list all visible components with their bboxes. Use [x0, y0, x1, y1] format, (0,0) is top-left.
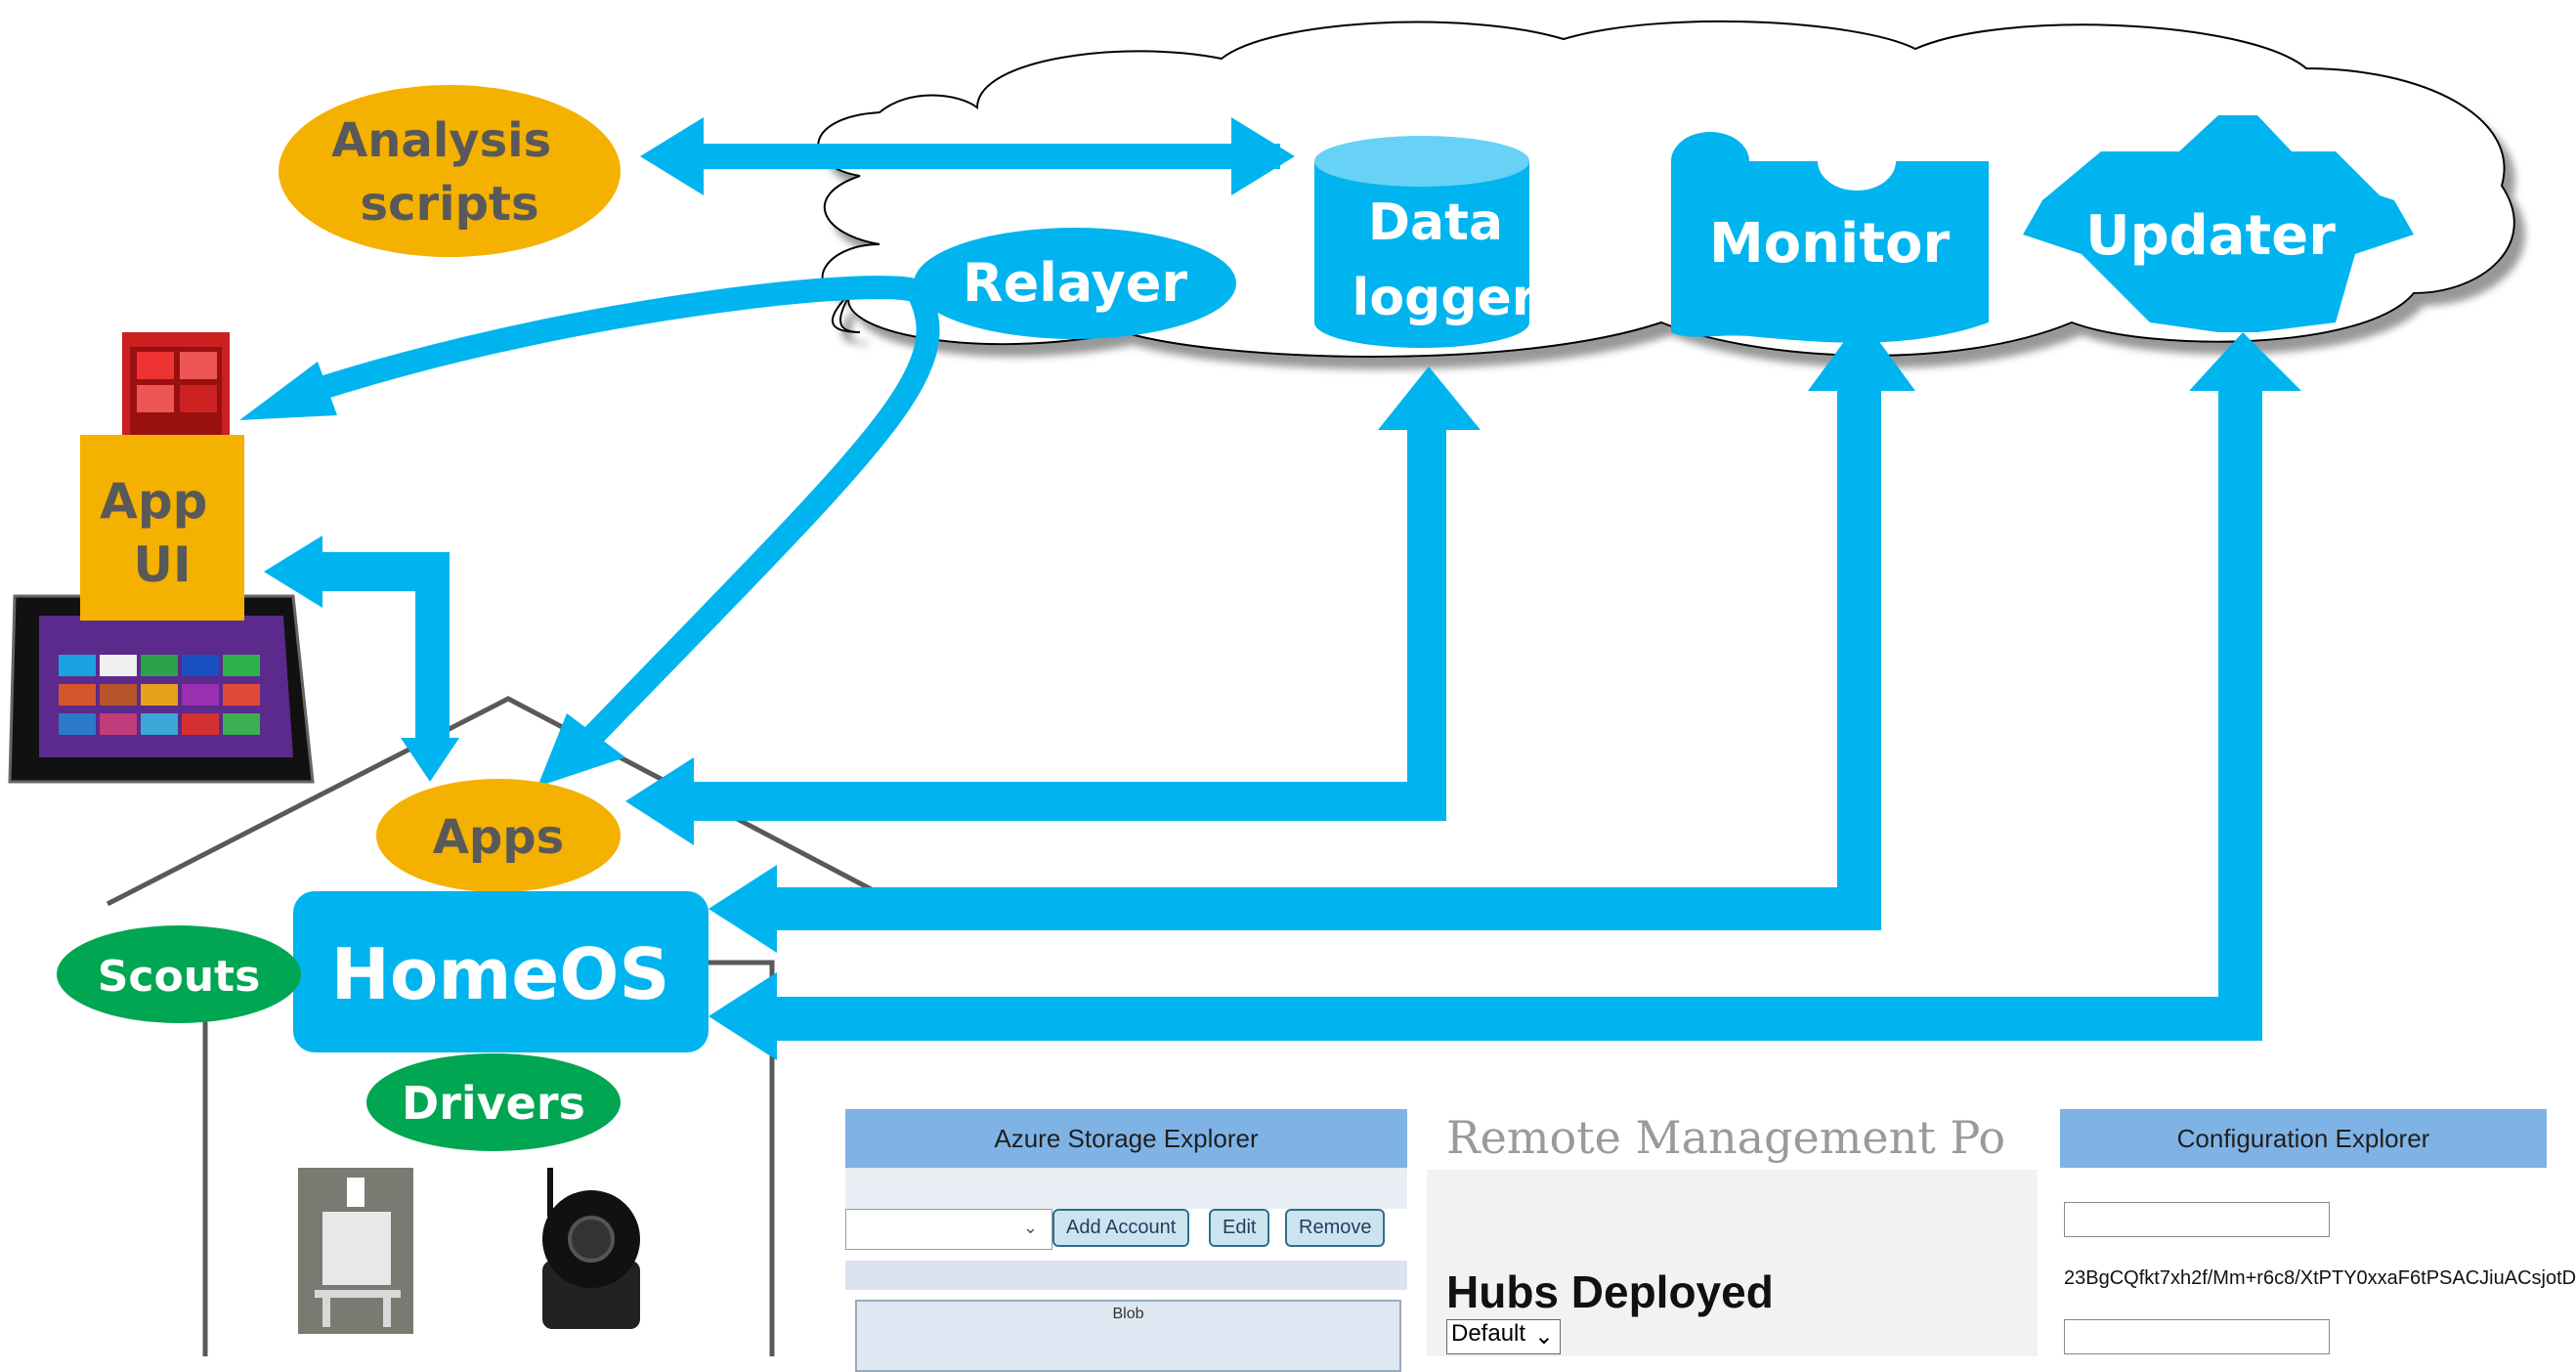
node-homeos: HomeOS [293, 891, 708, 1052]
arrow-relayer-apps [578, 287, 940, 751]
chevron-down-icon: ⌄ [1533, 1323, 1554, 1350]
arrow-updater-homeos [708, 332, 2301, 1060]
arrowhead-apps [537, 713, 625, 787]
phone-icon [122, 332, 230, 450]
config-title: Configuration Explorer [2060, 1109, 2547, 1168]
svg-text:Data logger: Data logger [1352, 193, 1537, 327]
tablet-icon [8, 594, 315, 784]
svg-text:Analysis scripts: Analysis scripts [331, 113, 568, 232]
add-account-button[interactable]: Add Account [1052, 1209, 1190, 1247]
scouts-label: Scouts [98, 952, 261, 1002]
arrow-monitor-homeos [708, 318, 1915, 953]
chevron-down-icon: ⌄ [1022, 1218, 1038, 1238]
datalogger-line2: logger [1352, 269, 1537, 327]
arrow-appui-apps [264, 536, 459, 782]
appui-line1: App [100, 473, 207, 530]
homeos-label: HomeOS [331, 933, 670, 1015]
relayer-label: Relayer [963, 252, 1187, 314]
hub-select-value: Default [1451, 1320, 1526, 1347]
azure-title: Azure Storage Explorer [845, 1109, 1407, 1168]
arrow-datalogger-apps [625, 366, 1481, 845]
analysis-line2: scripts [360, 177, 538, 232]
arrow-relayer-appui [309, 276, 929, 403]
monitor-label: Monitor [1709, 212, 1951, 276]
arrow-analysis-datalogger [640, 117, 1295, 195]
blob-group-label: Blob [1112, 1306, 1144, 1322]
cloud [817, 20, 2515, 358]
edit-button[interactable]: Edit [1209, 1209, 1270, 1247]
diagram: Data logger Monitor Updater Relayer Anal… [8, 20, 2576, 1372]
drivers-label: Drivers [402, 1077, 585, 1130]
node-drivers: Drivers [366, 1053, 621, 1151]
hub-select[interactable]: Default ⌄ [1446, 1319, 1561, 1354]
config-field-1[interactable] [2064, 1202, 2330, 1237]
azure-divider [845, 1261, 1407, 1290]
node-analysis: Analysis scripts [279, 85, 621, 257]
remote-heading: Hubs Deployed [1446, 1266, 1774, 1317]
node-scouts: Scouts [57, 925, 301, 1023]
apps-label: Apps [433, 810, 564, 865]
node-appui: App UI [80, 435, 244, 621]
configuration-explorer-panel: Configuration Explorer 23BgCQfkt7xh2f/Mm… [2060, 1109, 2576, 1356]
node-relayer: Relayer [914, 228, 1236, 339]
sensor-device-icon [298, 1168, 413, 1334]
arrows [239, 117, 2301, 1060]
arrowhead-appui [239, 362, 337, 420]
azure-toolbar [845, 1168, 1407, 1209]
diagram-canvas: Data logger Monitor Updater Relayer Anal… [8, 20, 2515, 1356]
appui-line2: UI [133, 536, 191, 593]
node-datalogger: Data logger [1314, 136, 1537, 348]
azure-storage-explorer-panel: Azure Storage Explorer ⌄ Add Account Edi… [845, 1109, 1407, 1372]
updater-label: Updater [2085, 204, 2336, 268]
node-updater: Updater [2023, 115, 2414, 332]
blob-group: Blob [855, 1300, 1401, 1372]
node-apps: Apps [376, 779, 621, 892]
config-key-text: 23BgCQfkt7xh2f/Mm+r6c8/XtPTY0xxaF6tPSACJ… [2064, 1267, 2576, 1289]
camera-device-icon [542, 1168, 640, 1329]
analysis-line1: Analysis [331, 113, 551, 168]
account-select[interactable]: ⌄ [845, 1209, 1052, 1250]
remove-button[interactable]: Remove [1285, 1209, 1386, 1247]
svg-text:App UI: App UI [100, 473, 225, 593]
node-monitor: Monitor [1671, 132, 1989, 343]
remote-title: Remote Management Po [1427, 1109, 2038, 1170]
remote-management-panel: Remote Management Po Hubs Deployed Defau… [1427, 1109, 2038, 1356]
datalogger-line1: Data [1368, 193, 1503, 252]
config-field-2[interactable] [2064, 1319, 2330, 1354]
